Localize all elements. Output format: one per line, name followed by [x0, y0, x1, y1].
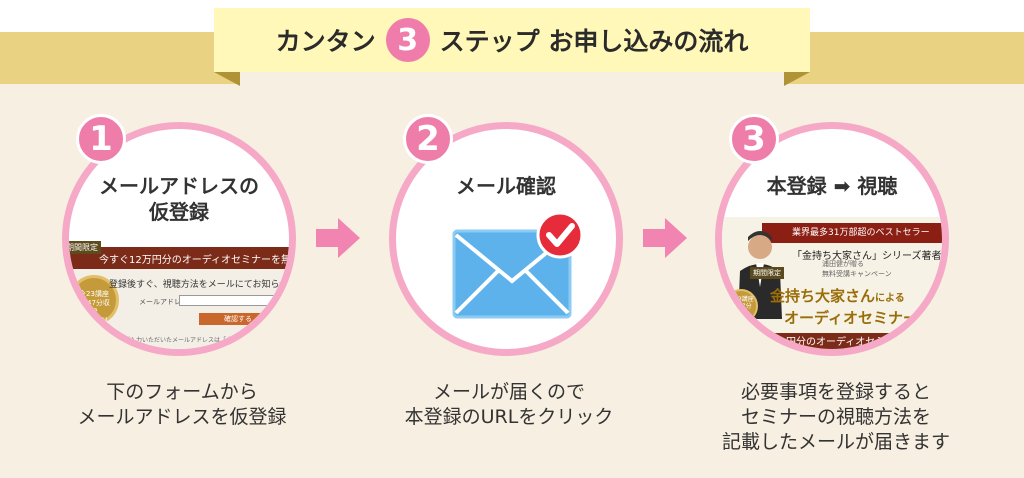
banner-step-count: 3	[385, 18, 430, 62]
form-confirm-button: 確認する	[199, 313, 277, 325]
ribbon-right	[784, 32, 1024, 84]
step-3-description-line-3: 記載したメールが届きます	[721, 431, 950, 453]
title-banner: カンタン 3 ステップ お申し込みの流れ	[214, 8, 810, 72]
form-medal-line-2: 1447分収録	[78, 299, 110, 316]
form-note: ※ご入力いただいたメールアドレスは「金持ち大家さんの会」に登録されます	[119, 337, 296, 344]
step-1-badge: 1	[76, 114, 126, 164]
step-2-description-line-1: メールが届くので	[432, 381, 585, 403]
ribbon-left	[0, 32, 240, 84]
right-arrow-icon	[316, 218, 360, 258]
step-1-description-line-1: 下のフォームから	[106, 381, 258, 403]
step-1-title: メールアドレスの 仮登録	[69, 173, 289, 225]
lp-medal-line-1: 全23講座	[728, 296, 754, 303]
step-2-badge: 2	[403, 114, 453, 164]
lp-big-title-1-main: 金持ち大家さん	[770, 287, 876, 305]
step-3-description: 必要事項を登録すると セミナーの視聴方法を 記載したメールが届きます	[676, 380, 996, 455]
lp-campaign: 無料受講キャンペーン	[822, 270, 892, 278]
form-medal-line-1: 全23講座	[79, 290, 109, 298]
form-medal-line-3: 完全無料	[80, 317, 108, 325]
banner-title-prefix: カンタン	[275, 27, 376, 56]
step-2-title: メール確認	[456, 174, 556, 198]
lp-medal-text: 全23講座 1447分収録 完全無料	[728, 296, 754, 324]
lp-medal-line-2: 1447分収録	[730, 303, 752, 317]
form-text: 登録後すぐ、視聴方法をメールにてお知らせします	[109, 280, 296, 290]
step-3-circle: 本登録 ➡ 視聴 業界最多31万部超のベストセラー 「金持ち大家さん」シリーズ著…	[715, 122, 949, 356]
step-3-description-line-2: セミナーの視聴方法を	[740, 406, 931, 428]
ribbon-fold-right	[784, 72, 810, 86]
step-1-description: 下のフォームから メールアドレスを仮登録	[22, 380, 342, 430]
lp-tag: 期間限定	[750, 267, 784, 279]
lp-author: 浦田健が贈る	[822, 260, 864, 268]
step-1-title-line-2: 仮登録	[149, 200, 209, 224]
form-tag: 期間限定	[69, 241, 101, 254]
lp-header: 業界最多31万部超のベストセラー	[762, 223, 942, 243]
form-email-field	[179, 295, 275, 306]
step-2-description-line-2: 本登録のURLをクリック	[404, 406, 614, 428]
step-3-title: 本登録 ➡ 視聴	[766, 174, 898, 198]
step-3-lp-screenshot: 業界最多31万部超のベストセラー 「金持ち大家さん」シリーズ著者 浦田健が贈る …	[722, 217, 942, 349]
banner-title-suffix: ステップ お申し込みの流れ	[439, 27, 749, 56]
step-1-circle: メールアドレスの 仮登録 今すぐ12万円分のオーディオセミナーを無料視聴する 期…	[62, 122, 296, 356]
step-1-form-screenshot: 今すぐ12万円分のオーディオセミナーを無料視聴する 期間限定 全23講座 144…	[69, 241, 296, 349]
lp-bottom-bar: 円分のオーディオセミナー	[722, 333, 942, 349]
step-3-badge: 3	[729, 114, 779, 164]
step-1-title-line-1: メールアドレスの	[99, 174, 259, 198]
step-1-description-line-2: メールアドレスを仮登録	[77, 406, 287, 428]
form-medal-text: 全23講座 1447分収録 完全無料	[76, 290, 112, 326]
lp-big-title-1-tail: による	[875, 293, 905, 304]
form-medal: 全23講座 1447分収録 完全無料	[69, 275, 119, 325]
form-header-bar: 今すぐ12万円分のオーディオセミナーを無料視聴する	[69, 247, 292, 269]
envelope-check-icon	[452, 211, 584, 319]
lp-medal-line-3: 完全無料	[728, 317, 753, 324]
form-headline: 今すぐ12万円分のオーディオセミナーを無料視聴する	[99, 255, 292, 266]
form-field-label: メールアドレス	[139, 298, 188, 306]
lp-medal: 全23講座 1447分収録 完全無料	[724, 289, 758, 324]
lp-big-title-1: 金持ち大家さんによる	[770, 285, 905, 306]
step-2-description: メールが届くので 本登録のURLをクリック	[349, 380, 669, 430]
ribbon-fold-left	[214, 72, 240, 86]
lp-book-line: 「金持ち大家さん」シリーズ著者	[792, 251, 942, 262]
form-field-note: (必須)	[279, 298, 289, 306]
right-arrow-icon	[643, 218, 687, 258]
step-3-description-line-1: 必要事項を登録すると	[740, 381, 931, 403]
lp-big-title-2: オーディオセミナー	[784, 309, 918, 327]
